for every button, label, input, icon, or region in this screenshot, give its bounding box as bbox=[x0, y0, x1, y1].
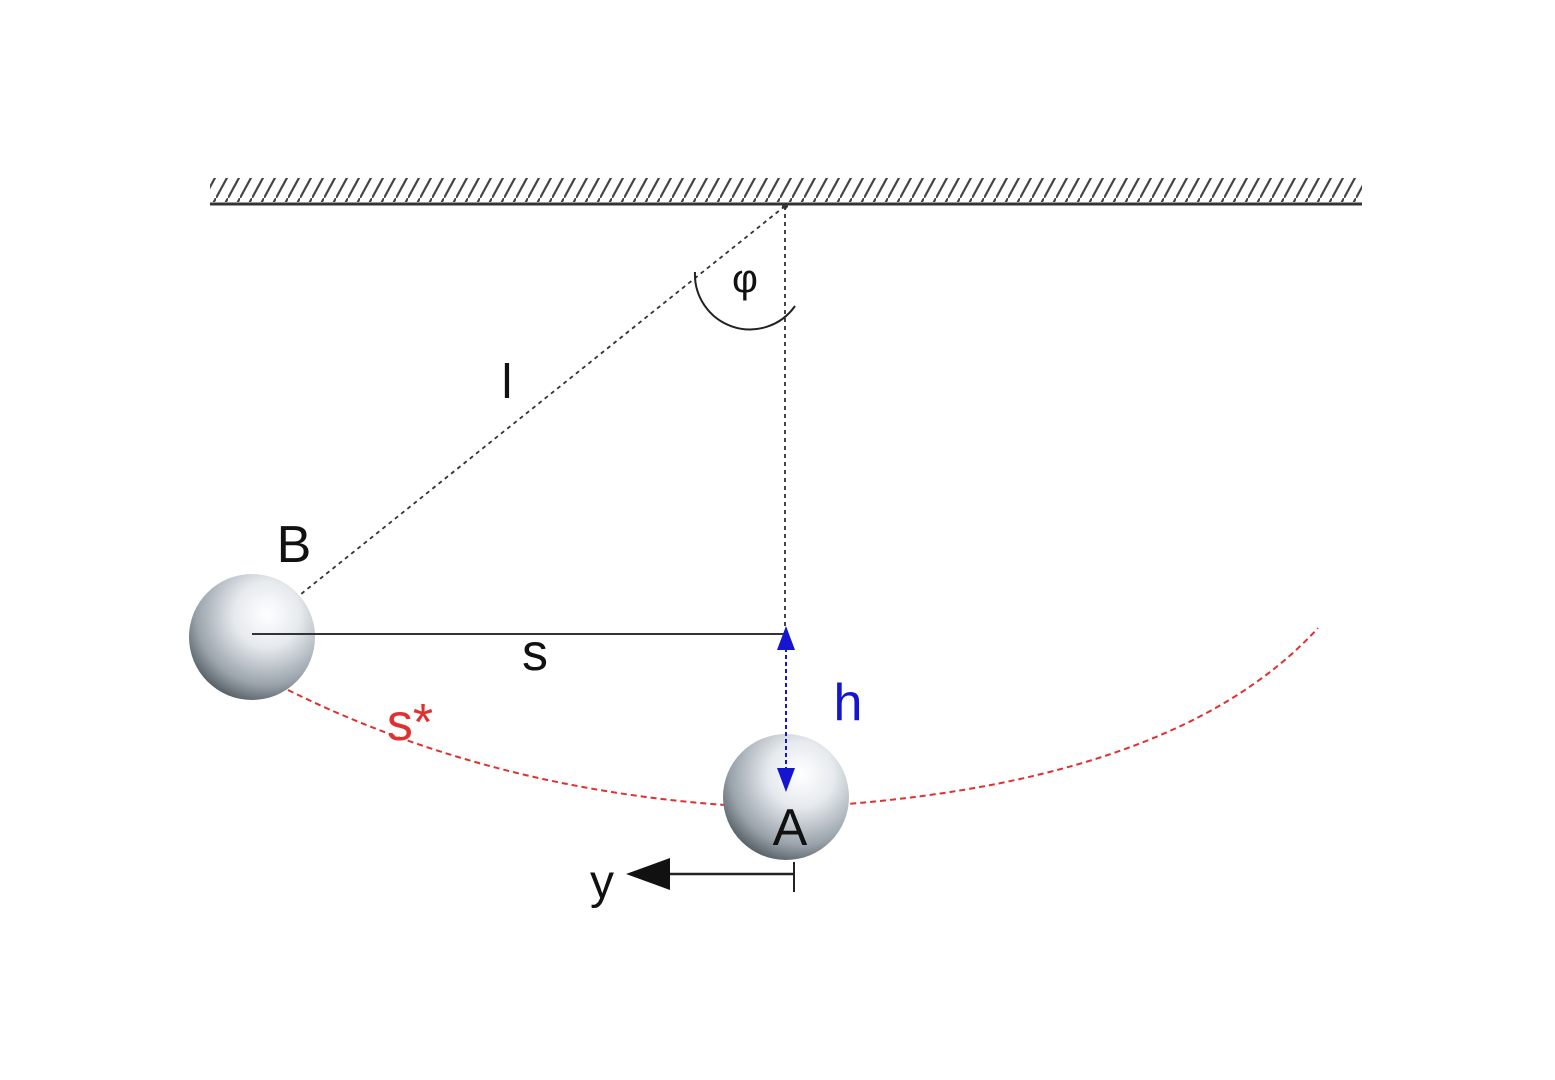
chord-label: s bbox=[522, 624, 548, 682]
angle-label: φ bbox=[732, 257, 758, 301]
y-axis-arrow bbox=[626, 858, 795, 892]
length-line bbox=[249, 205, 786, 636]
ball-a bbox=[723, 734, 849, 860]
ball-b bbox=[189, 574, 315, 700]
arc-label: s* bbox=[387, 694, 433, 752]
height-label: h bbox=[834, 674, 863, 732]
ceiling bbox=[210, 178, 1362, 206]
pivot-point bbox=[782, 203, 788, 209]
y-axis-label: y bbox=[590, 856, 614, 909]
height-arrow bbox=[777, 626, 795, 792]
point-b-label: B bbox=[277, 516, 312, 574]
point-a-label: A bbox=[773, 799, 808, 857]
length-label: l bbox=[502, 356, 513, 409]
angle-arc bbox=[693, 271, 796, 331]
